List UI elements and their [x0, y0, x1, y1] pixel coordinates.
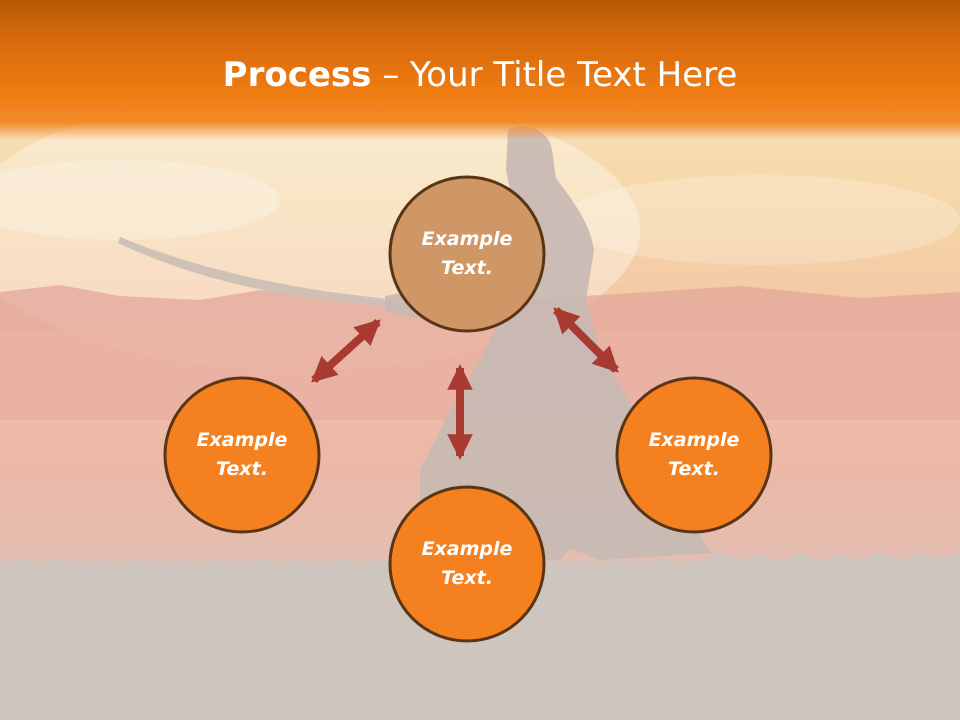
cloud [560, 175, 960, 265]
node-bottom-line2: Text. [441, 567, 493, 589]
slide-title: Process – Your Title Text Here [0, 50, 960, 100]
node-left-label: Example Text. [172, 426, 312, 484]
title-bold: Process [222, 55, 372, 95]
node-top-line2: Text. [441, 257, 493, 279]
node-right-label: Example Text. [624, 426, 764, 484]
arrow-top-left [311, 319, 381, 383]
node-top-label: Example Text. [397, 225, 537, 283]
node-left-line2: Text. [216, 458, 268, 480]
node-left [163, 376, 321, 534]
title-rest: Your Title Text Here [410, 55, 738, 95]
title-bar [0, 0, 960, 140]
node-bottom [388, 485, 546, 643]
node-top [388, 175, 546, 333]
sword-blade [118, 237, 395, 308]
node-right-line1: Example [648, 429, 740, 451]
title-separator: – [371, 55, 411, 95]
node-bottom-line1: Example [421, 538, 513, 560]
node-right [615, 376, 773, 534]
arrow-top-right [553, 307, 619, 373]
node-bottom-label: Example Text. [397, 535, 537, 593]
node-top-line1: Example [421, 228, 513, 250]
node-right-line2: Text. [668, 458, 720, 480]
cloud [0, 160, 280, 240]
node-left-line1: Example [196, 429, 288, 451]
